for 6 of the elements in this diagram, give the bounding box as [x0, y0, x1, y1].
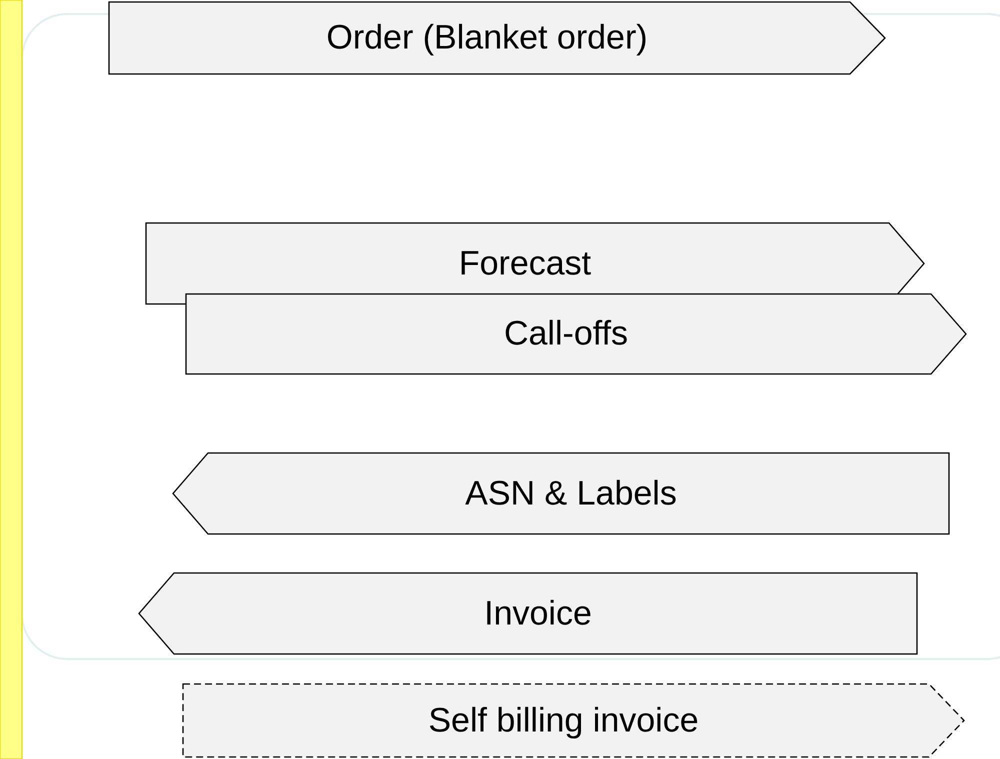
arrow-label: Forecast	[458, 244, 592, 283]
arrow-label: ASN & Labels	[465, 474, 677, 513]
arrow-label: Order (Blanket order)	[326, 18, 648, 58]
arrow-label: Invoice	[484, 594, 592, 633]
arrow-label: Self billing invoice	[428, 701, 699, 740]
arrow-label: Call-offs	[504, 314, 628, 354]
